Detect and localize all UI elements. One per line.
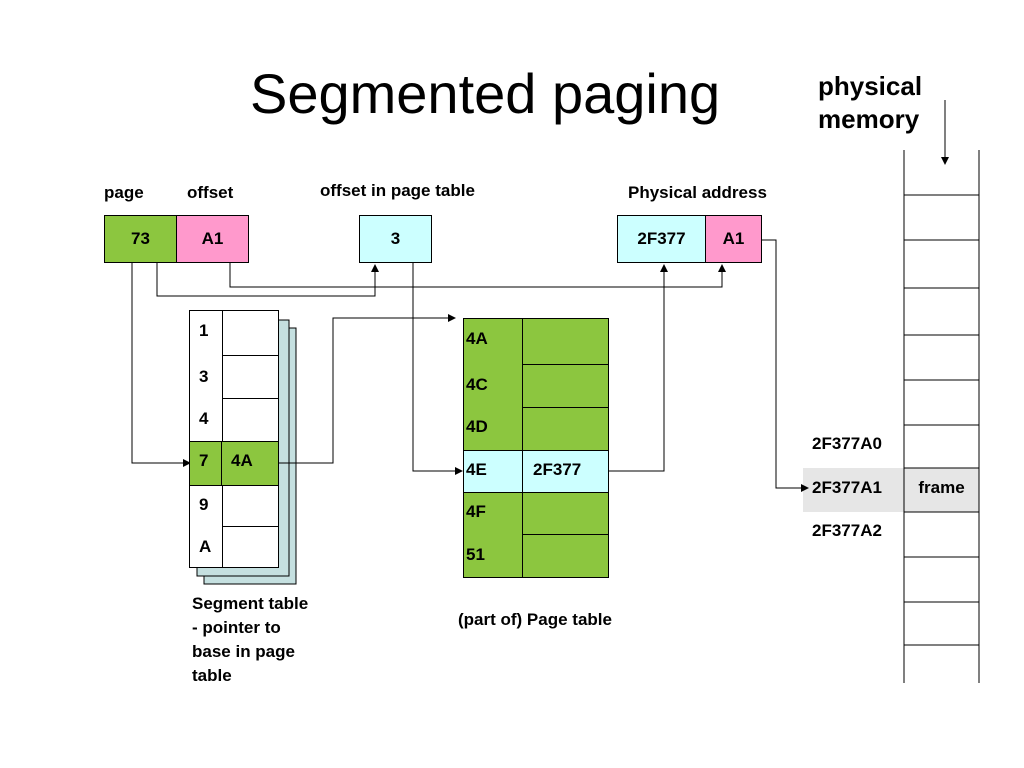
page-table-offset-label: offset in page table	[320, 181, 475, 200]
segment-table-highlight	[190, 441, 278, 485]
physical-memory-label: physical memory	[818, 71, 923, 134]
arrow-physical-to-memory	[762, 239, 809, 492]
physical-memory-column	[803, 150, 980, 683]
page-label: page	[104, 183, 144, 202]
segment-key: 4	[199, 409, 209, 428]
page-key: 51	[466, 545, 485, 564]
segment-key: 7	[199, 451, 209, 470]
page-key: 4C	[466, 375, 488, 394]
logical-page-cell: 73	[104, 215, 177, 263]
logical-offset-cell: A1	[176, 215, 249, 263]
segment-value: 4A	[231, 451, 253, 470]
page-table	[463, 318, 609, 578]
segment-key: A	[199, 537, 212, 556]
page-table-caption: (part of) Page table	[458, 610, 612, 629]
memory-address: 2F377A2	[812, 521, 882, 540]
page-key: 4D	[466, 417, 488, 436]
memory-address: 2F377A0	[812, 434, 882, 453]
arrow-offset-to-physical	[229, 263, 726, 288]
page-table-offset-cell: 3	[359, 215, 432, 263]
segment-table	[189, 310, 279, 568]
page-key: 4F	[466, 502, 486, 521]
arrow-offset-to-4E	[412, 263, 463, 475]
segment-key: 3	[199, 367, 209, 386]
memory-address: 2F377A1	[812, 478, 882, 497]
page-table-highlight	[463, 450, 609, 493]
segment-table-caption: Segment table - pointer to base in page …	[192, 594, 309, 685]
physical-address-label: Physical address	[628, 183, 767, 202]
page-key: 4A	[466, 329, 488, 348]
segment-key: 1	[199, 321, 209, 340]
arrow-frame-to-physical	[608, 264, 668, 472]
arrow-page-to-segment	[131, 263, 191, 467]
segment-key: 9	[199, 495, 209, 514]
page-title: Segmented paging	[250, 62, 721, 125]
physical-offset-cell: A1	[705, 215, 762, 263]
page-key: 4E	[466, 460, 487, 479]
offset-label: offset	[187, 183, 234, 202]
frame-label: frame	[918, 478, 965, 497]
frame-highlight	[803, 468, 979, 512]
physical-frame-cell: 2F377	[617, 215, 706, 263]
arrow-segment-to-page-table	[278, 314, 456, 464]
arrow-to-page-table-offset	[156, 263, 379, 297]
page-value: 2F377	[533, 460, 582, 479]
